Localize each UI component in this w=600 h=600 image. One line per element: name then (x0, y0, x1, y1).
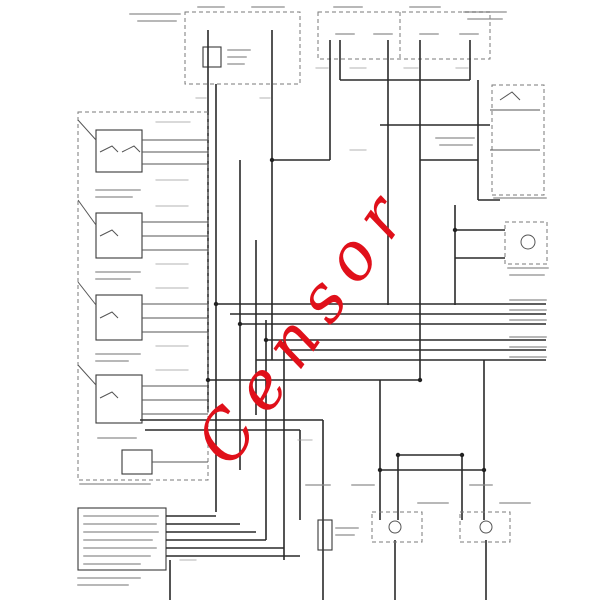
motor-relay (435, 84, 547, 199)
wire-tags (179, 67, 469, 561)
main-wires (169, 30, 487, 600)
junction-dots (205, 157, 487, 473)
fuse-box-left (129, 6, 301, 85)
switch-panel (77, 111, 209, 485)
bottom-components (305, 484, 531, 551)
note-box (77, 507, 300, 586)
lamp-unit (504, 221, 549, 276)
right-edge-labels (509, 299, 547, 358)
horizontal-wires (140, 79, 546, 520)
fuse-box-right (317, 6, 507, 60)
